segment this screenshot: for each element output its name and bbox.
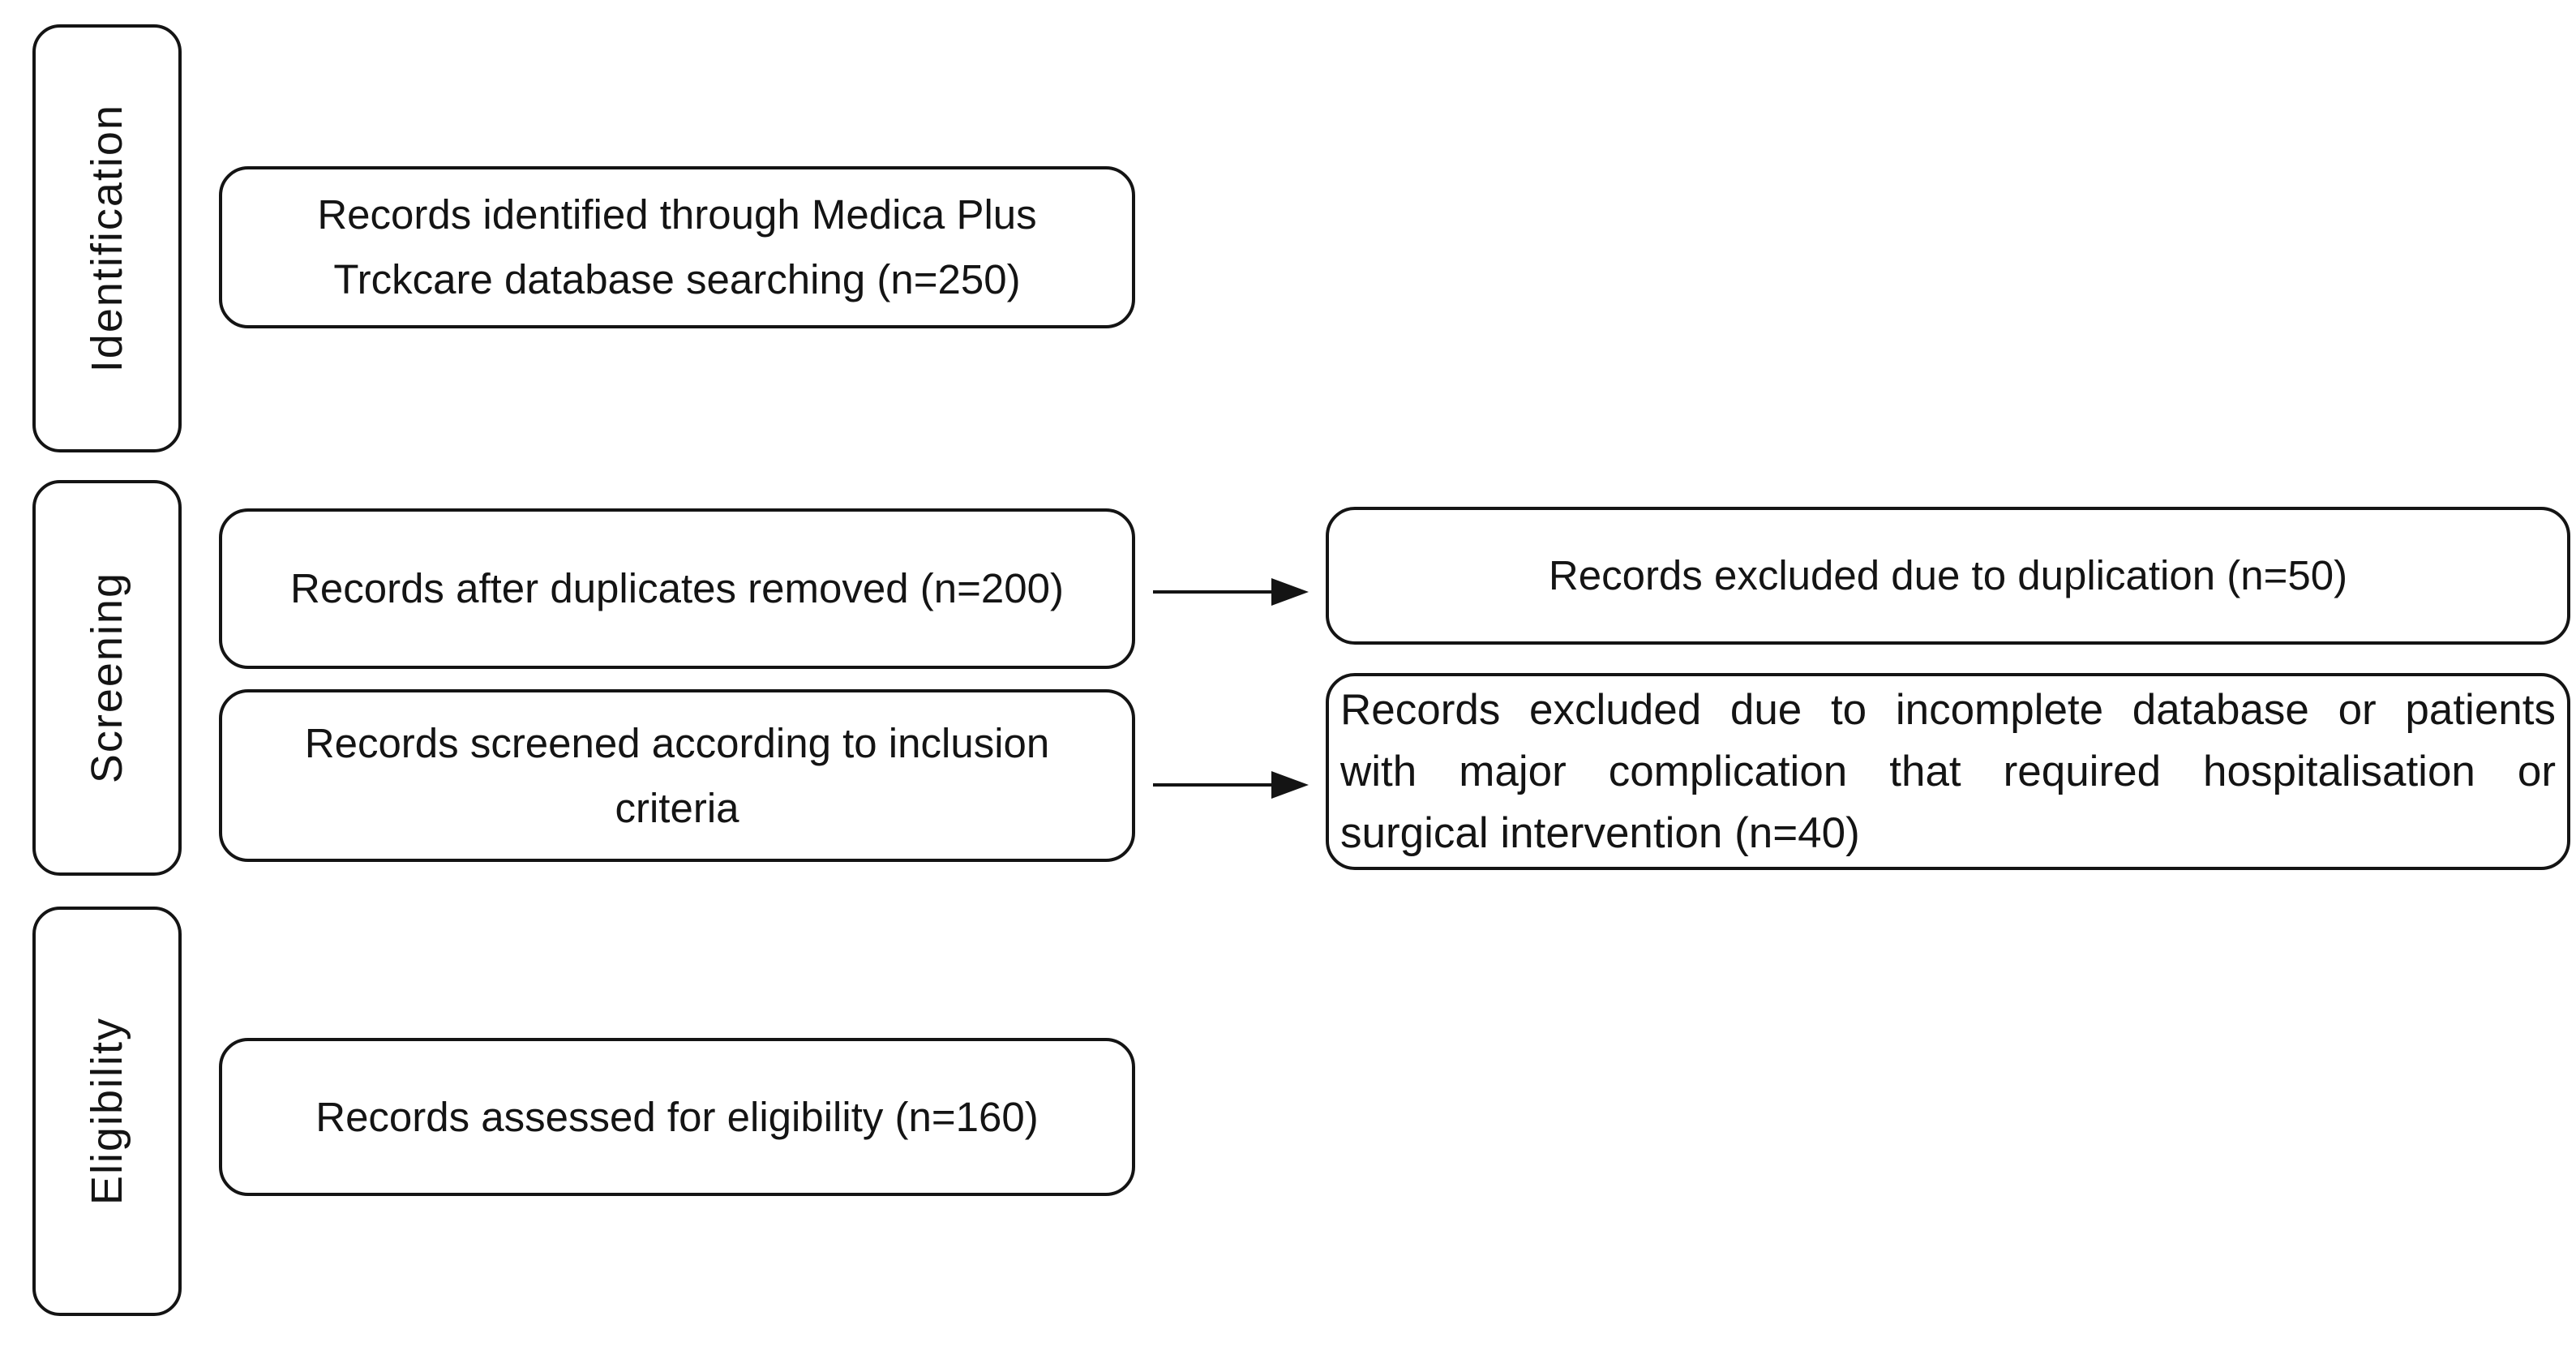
stage-label-text: Identification bbox=[83, 104, 131, 373]
arrow-right-icon bbox=[1153, 769, 1311, 801]
stage-label-text: Screening bbox=[83, 572, 131, 784]
box-text: Records excluded due to duplication (n=5… bbox=[1549, 543, 2347, 608]
box-text-line: with major complication that required ho… bbox=[1340, 747, 2556, 795]
box-text-line: Records excluded due to duplication (n=5… bbox=[1548, 552, 2348, 598]
box-text-line: Records identified through Medica Plus bbox=[317, 191, 1037, 238]
box-records-excluded-duplication: Records excluded due to duplication (n=5… bbox=[1326, 507, 2570, 645]
box-records-identified: Records identified through Medica Plus T… bbox=[219, 166, 1135, 328]
stage-label-screening: Screening bbox=[32, 480, 182, 876]
box-text-line: criteria bbox=[615, 784, 739, 831]
box-text: Records screened according to inclusion … bbox=[305, 711, 1050, 841]
stage-label-eligibility: Eligibility bbox=[32, 907, 182, 1316]
box-text-line: Records excluded due to incomplete datab… bbox=[1340, 685, 2556, 734]
box-text-line: surgical intervention (n=40) bbox=[1340, 808, 1860, 857]
stage-label-text: Eligibility bbox=[83, 1017, 131, 1206]
box-text-line: Records screened according to inclusion bbox=[304, 719, 1050, 766]
box-records-assessed-eligibility: Records assessed for eligibility (n=160) bbox=[219, 1038, 1135, 1196]
box-text-line: Trckcare database searching (n=250) bbox=[333, 256, 1021, 302]
stage-label-identification: Identification bbox=[32, 24, 182, 452]
box-records-after-duplicates-removed: Records after duplicates removed (n=200) bbox=[219, 508, 1135, 669]
box-records-screened: Records screened according to inclusion … bbox=[219, 689, 1135, 862]
box-text: Records assessed for eligibility (n=160) bbox=[315, 1085, 1039, 1150]
box-text: Records identified through Medica Plus T… bbox=[317, 182, 1036, 312]
arrow-right-icon bbox=[1153, 576, 1311, 608]
box-text-line: Records after duplicates removed (n=200) bbox=[290, 565, 1064, 611]
box-text-line: Records assessed for eligibility (n=160) bbox=[315, 1093, 1039, 1140]
box-text: Records excluded due to incomplete datab… bbox=[1329, 680, 2567, 864]
box-records-excluded-incomplete: Records excluded due to incomplete datab… bbox=[1326, 673, 2570, 870]
box-text: Records after duplicates removed (n=200) bbox=[290, 556, 1064, 621]
